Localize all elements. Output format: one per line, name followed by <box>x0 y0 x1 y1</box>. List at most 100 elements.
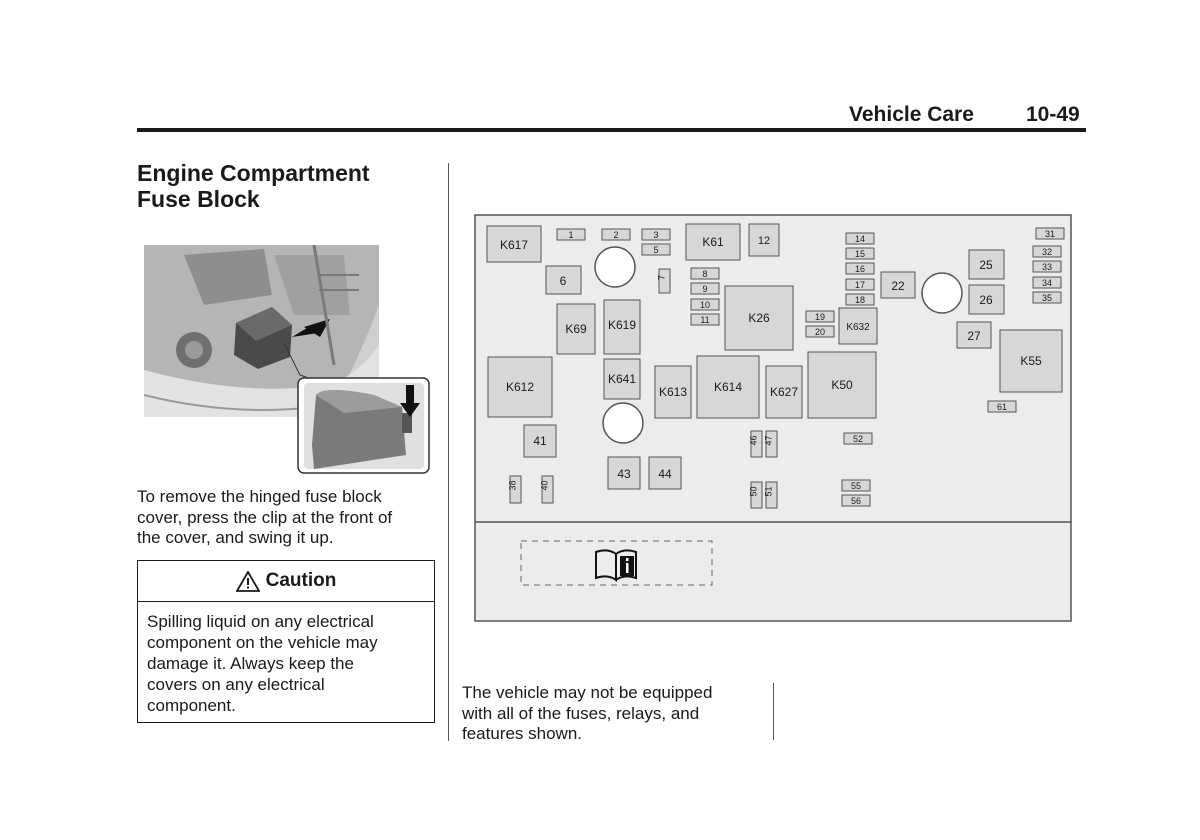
fuse-44-label: 44 <box>658 467 672 481</box>
fuse-14-label: 14 <box>855 234 865 244</box>
fuse-26-label: 26 <box>979 293 993 307</box>
fuse-10 <box>690 298 720 311</box>
fuse-11-label: 11 <box>700 315 709 325</box>
relay-k641-label: K641 <box>608 372 636 386</box>
fuse-3-label: 3 <box>653 230 658 240</box>
fuse-17 <box>845 278 875 291</box>
caution-header: Caution <box>138 561 434 602</box>
fuse-19-label: 19 <box>815 312 825 322</box>
fuse-38-label: 38 <box>508 480 518 490</box>
warning-triangle-icon <box>235 570 260 592</box>
fuse-26 <box>968 284 1005 315</box>
fuse-32-label: 32 <box>1042 247 1052 257</box>
fuse-27 <box>956 321 992 349</box>
relay-k61 <box>685 223 741 261</box>
caution-body: Spilling liquid on any electrical compon… <box>138 602 434 725</box>
relay-k613-label: K613 <box>659 385 687 399</box>
relay-k50 <box>807 351 877 419</box>
relay-k627-label: K627 <box>770 385 798 399</box>
caution-box: Caution Spilling liquid on any electrica… <box>137 560 435 723</box>
note-line: The vehicle may not be equipped <box>462 683 713 702</box>
fuse-17-label: 17 <box>855 280 865 290</box>
fuse-27-label: 27 <box>967 329 981 343</box>
relay-k50-label: K50 <box>831 378 853 392</box>
relay-k69 <box>556 303 596 355</box>
fuse-11 <box>690 313 720 326</box>
section-title-line: Fuse Block <box>137 186 260 212</box>
fuse-41 <box>523 424 557 458</box>
fuse-41-label: 41 <box>533 434 547 448</box>
fuse-51 <box>765 481 778 509</box>
stud-terminal <box>594 246 636 288</box>
fuse-12 <box>748 223 780 257</box>
fuse-16-label: 16 <box>855 264 865 274</box>
fuse-43-label: 43 <box>617 467 631 481</box>
fuse-9 <box>690 282 720 295</box>
fuse-47 <box>765 430 778 458</box>
fuse-33 <box>1032 260 1062 273</box>
fuse-56-label: 56 <box>851 496 861 506</box>
fuse-16 <box>845 262 875 275</box>
instruction-line: the cover, and swing it up. <box>137 528 334 547</box>
fuse-34 <box>1032 276 1062 289</box>
header-rule <box>137 128 1086 132</box>
fuse-50 <box>750 481 763 509</box>
fuse-25 <box>968 249 1005 280</box>
fuse-55 <box>841 479 871 492</box>
fuse-47-label: 47 <box>764 435 774 445</box>
instruction-line: cover, press the clip at the front of <box>137 507 393 527</box>
relay-k612 <box>487 356 553 418</box>
section-title-line: Engine Compartment <box>137 160 370 186</box>
relay-k612-label: K612 <box>506 380 534 394</box>
fuse-46 <box>750 430 763 458</box>
relay-k632 <box>838 307 878 345</box>
caution-line: component on the vehicle may <box>147 633 378 652</box>
fuse-12-label: 12 <box>758 235 770 247</box>
removal-instructions: To remove the hinged fuse block cover, p… <box>137 487 437 549</box>
owner-manual-icon <box>595 549 637 582</box>
caution-line: damage it. Always keep the <box>147 654 354 673</box>
fuse-46-label: 46 <box>749 435 759 445</box>
caution-line: Spilling liquid on any electrical <box>147 612 374 631</box>
fuse-18 <box>845 293 875 306</box>
relay-k61-label: K61 <box>702 235 724 249</box>
fuse-20 <box>805 325 835 338</box>
fuse-22 <box>880 271 916 299</box>
relay-k614 <box>696 355 760 419</box>
caution-line: component. <box>147 696 236 715</box>
fuse-18-label: 18 <box>855 295 865 305</box>
fuse-2 <box>601 228 631 241</box>
fuse-34-label: 34 <box>1042 278 1052 288</box>
fuse-31 <box>1035 227 1065 240</box>
fuse-19 <box>805 310 835 323</box>
fuse-5-label: 5 <box>653 245 658 255</box>
fuse-10-label: 10 <box>700 300 710 310</box>
fuse-1-label: 1 <box>568 230 573 240</box>
engine-compartment-illustration <box>144 245 430 474</box>
relay-k613 <box>654 365 692 419</box>
fuse-2-label: 2 <box>613 230 618 240</box>
fuse-35 <box>1032 291 1062 304</box>
relay-k617 <box>486 225 542 263</box>
fuse-50-label: 50 <box>749 486 759 496</box>
fuse-43 <box>607 456 641 490</box>
column-divider <box>448 163 449 741</box>
instruction-line: To remove the hinged fuse block <box>137 487 382 506</box>
note-line: features shown. <box>462 724 583 743</box>
fuse-55-label: 55 <box>851 481 861 491</box>
relay-k627 <box>765 365 803 419</box>
relay-k69-label: K69 <box>565 322 587 336</box>
relay-k632-label: K632 <box>846 322 870 333</box>
note-line: with all of the fuses, relays, and <box>462 703 700 723</box>
fuse-56 <box>841 494 871 507</box>
fuse-40 <box>541 475 554 504</box>
fuse-8 <box>690 267 720 280</box>
fuse-7-label: 7 <box>657 275 667 280</box>
fuse-8-label: 8 <box>702 269 707 279</box>
fuse-15-label: 15 <box>855 249 865 259</box>
fuse-44 <box>648 456 682 490</box>
fuse-61-label: 61 <box>997 402 1007 412</box>
fuse-14 <box>845 232 875 245</box>
note-divider <box>773 683 774 740</box>
fuse-3 <box>641 228 671 241</box>
